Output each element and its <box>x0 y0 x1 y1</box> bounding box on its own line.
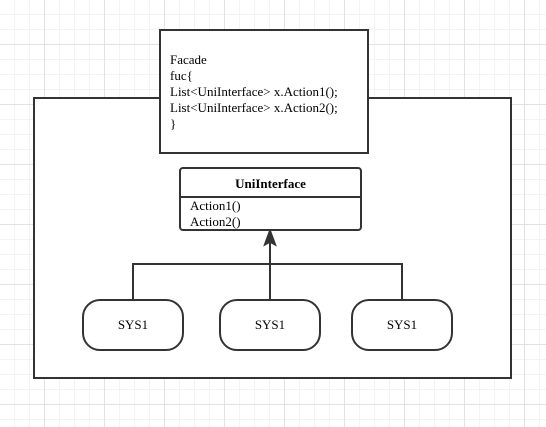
facade-function-open: fuc{ <box>170 68 193 83</box>
subsystem-node-left[interactable]: SYS1 <box>82 299 184 351</box>
inheritance-arrowhead <box>263 227 277 247</box>
uniinterface-member-action2: Action2() <box>190 214 241 229</box>
uniinterface-class[interactable]: UniInterface Action1() Action2() <box>179 167 362 231</box>
uniinterface-class-name: UniInterface <box>181 169 360 198</box>
facade-function-close: } <box>170 116 177 131</box>
facade-call-action2: List<UniInterface> x.Action2(); <box>170 100 338 115</box>
facade-title: Facade <box>170 52 207 67</box>
uniinterface-member-action1: Action1() <box>190 198 241 213</box>
subsystem-node-center[interactable]: SYS1 <box>219 299 321 351</box>
uniinterface-class-members: Action1() Action2() <box>181 198 360 229</box>
facade-call-action1: List<UniInterface> x.Action1(); <box>170 84 338 99</box>
connector-sys1-left <box>132 263 270 300</box>
connector-sys1-right <box>270 263 403 300</box>
subsystem-node-right[interactable]: SYS1 <box>351 299 453 351</box>
